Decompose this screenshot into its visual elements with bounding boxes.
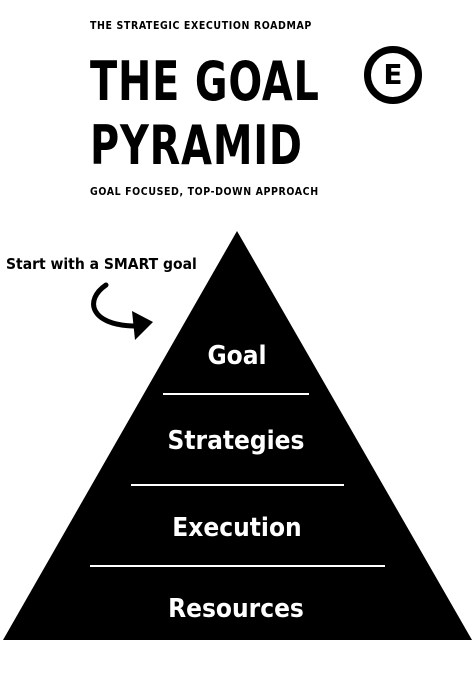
curved-arrow-head-icon xyxy=(132,311,153,340)
brand-logo: E xyxy=(364,46,422,104)
curved-arrow-icon xyxy=(91,282,137,329)
kicker-text: THE STRATEGIC EXECUTION ROADMAP xyxy=(90,20,312,32)
subtitle-text: GOAL FOCUSED, TOP-DOWN APPROACH xyxy=(90,186,319,198)
page-title-line-1: THE GOAL xyxy=(90,50,320,113)
pyramid-shape xyxy=(3,231,472,640)
logo-letter: E xyxy=(383,58,403,91)
page-title-line-2: PYRAMID xyxy=(90,114,303,177)
pyramid-level-resources: Resources xyxy=(168,594,304,624)
pyramid-level-strategies: Strategies xyxy=(168,426,305,456)
pyramid-level-execution: Execution xyxy=(172,513,301,543)
callout-text: Start with a SMART goal xyxy=(6,255,197,273)
pyramid-level-goal: Goal xyxy=(207,341,266,371)
